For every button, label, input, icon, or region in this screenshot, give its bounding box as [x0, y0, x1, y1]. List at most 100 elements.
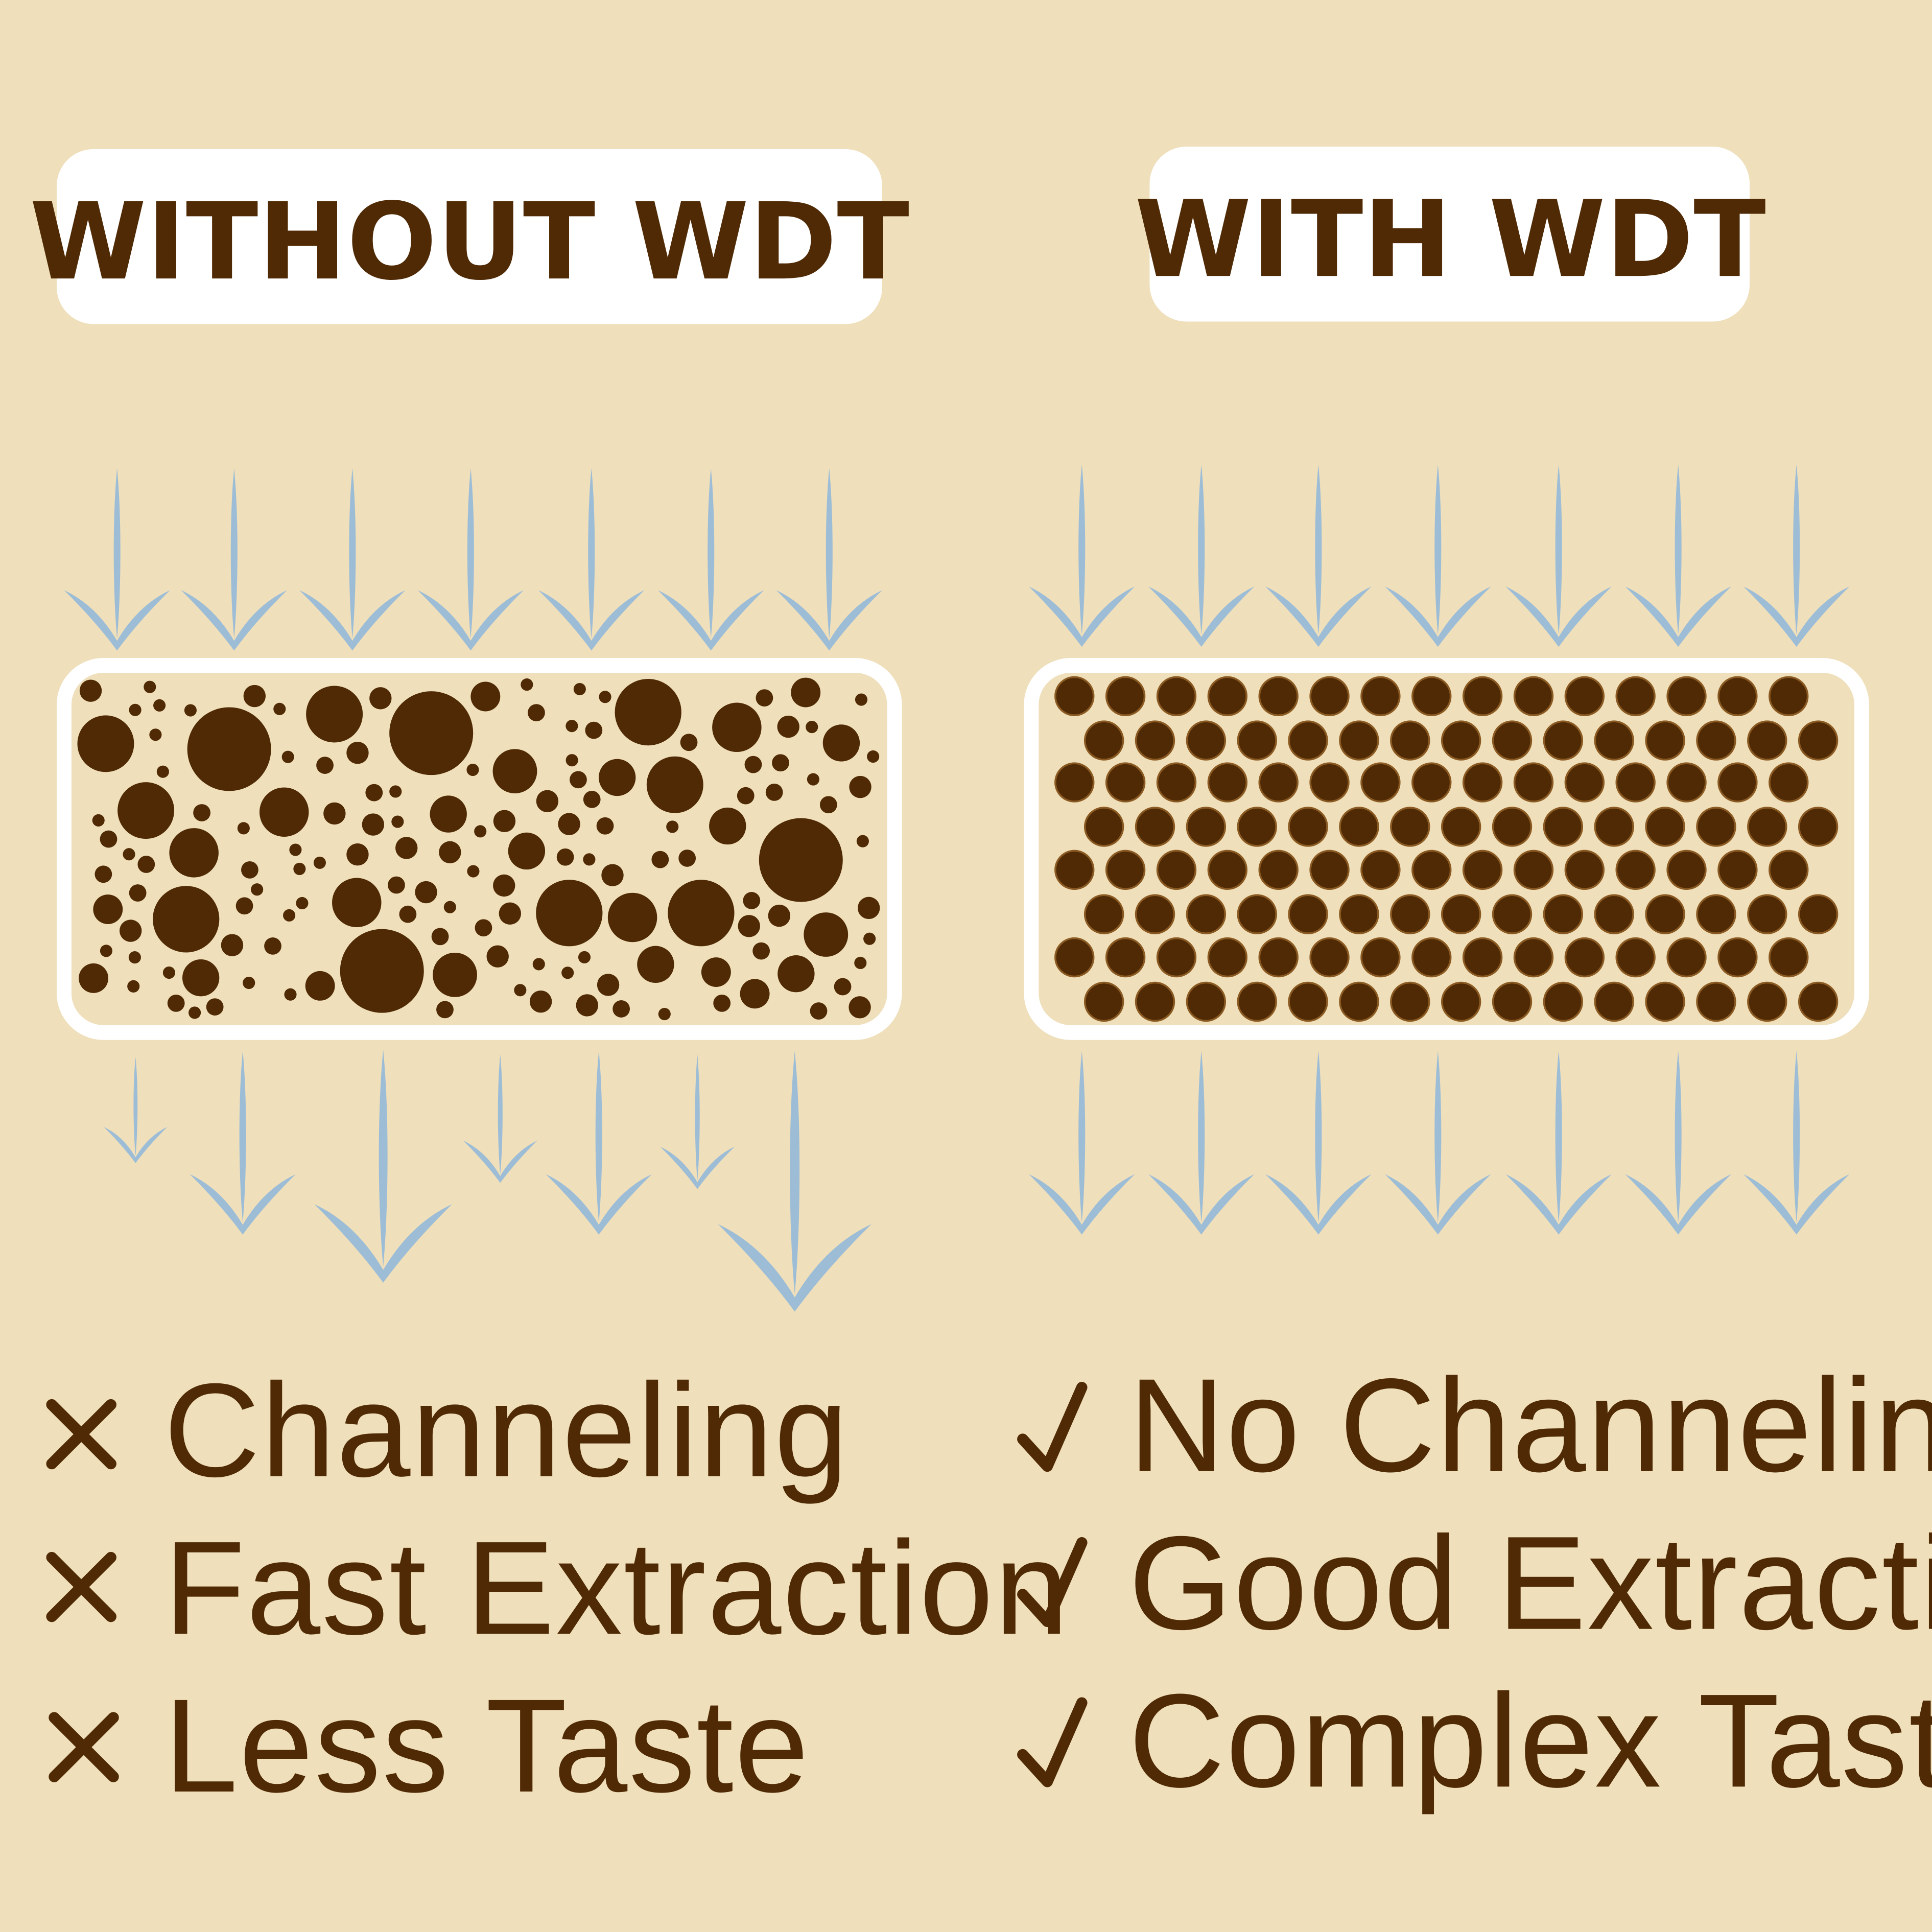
arrow-down-icon: [660, 1054, 735, 1189]
coffee-particle: [759, 818, 843, 902]
coffee-particle: [658, 1008, 671, 1021]
coffee-particle: [1339, 894, 1379, 934]
coffee-particle: [680, 734, 698, 751]
coffee-particle: [264, 937, 281, 955]
coffee-particle: [1288, 894, 1328, 934]
coffee-particle: [1513, 937, 1554, 978]
coffee-particle: [1717, 676, 1758, 716]
coffee-particle: [1360, 937, 1401, 978]
coffee-particle: [79, 963, 109, 993]
coffee-particle: [772, 754, 789, 772]
water-flow-arrows: [64, 464, 1850, 1312]
coffee-particle: [466, 763, 479, 776]
coffee-particle: [79, 679, 102, 702]
arrow-down-icon: [1743, 464, 1850, 647]
coffee-particle: [433, 952, 477, 997]
coffee-particle: [1411, 762, 1452, 803]
coffee-particle: [1798, 894, 1839, 934]
arrow-down-icon: [538, 468, 645, 651]
coffee-particle: [499, 902, 522, 925]
even-grounds: [1054, 676, 1839, 1022]
coffee-particle: [1441, 720, 1481, 761]
coffee-particle: [666, 820, 679, 833]
coffee-particle: [119, 920, 142, 942]
coffee-particle: [1696, 894, 1736, 934]
coffee-particle: [585, 721, 603, 739]
coffee-particle: [863, 932, 876, 945]
arrow-down-icon: [314, 1050, 452, 1283]
coffee-particle: [259, 787, 309, 837]
uneven-grounds: [77, 677, 880, 1021]
coffee-particle: [743, 892, 761, 909]
coffee-particle: [822, 724, 860, 762]
right-title: WITH WDT: [1135, 177, 1766, 301]
coffee-particle: [1594, 894, 1634, 934]
coffee-particle: [1390, 807, 1430, 847]
coffee-particle: [153, 886, 220, 953]
coffee-particle: [668, 880, 735, 947]
coffee-particle: [1207, 937, 1248, 978]
coffee-particle: [566, 720, 578, 733]
arrow-down-icon: [658, 468, 764, 651]
arrow-down-icon: [1148, 464, 1255, 647]
coffee-particle: [156, 765, 169, 778]
coffee-particle: [1156, 937, 1197, 978]
coffee-particle: [532, 958, 545, 971]
coffee-particle: [1747, 981, 1787, 1022]
coffee-particle: [332, 878, 382, 928]
arrow-down-icon: [1505, 1051, 1612, 1235]
coffee-particle: [597, 974, 620, 996]
coffee-particle: [791, 677, 821, 708]
coffee-particle: [251, 883, 264, 896]
coffee-particle: [1492, 720, 1533, 761]
list-item: Fast Extraction: [164, 1514, 1070, 1662]
coffee-particle: [578, 951, 591, 963]
coffee-particle: [486, 945, 509, 968]
coffee-particle: [1747, 720, 1787, 761]
coffee-particle: [1135, 720, 1175, 761]
coffee-particle: [1769, 850, 1809, 890]
coffee-particle: [1083, 720, 1124, 761]
coffee-particle: [1411, 850, 1452, 890]
coffee-particle: [95, 865, 112, 883]
coffee-particle: [598, 759, 636, 796]
coffee-particle: [129, 884, 147, 902]
cross-icon: [46, 1399, 119, 1782]
coffee-particle: [576, 994, 599, 1017]
right-title-badge: WITH WDT: [1135, 147, 1766, 322]
left-puck: [56, 658, 902, 1040]
coffee-particle: [1543, 720, 1584, 761]
coffee-particle: [293, 862, 306, 875]
coffee-particle: [1594, 720, 1634, 761]
coffee-particle: [241, 861, 258, 879]
coffee-particle: [1309, 676, 1350, 716]
coffee-particle: [1288, 981, 1328, 1022]
coffee-particle: [323, 802, 346, 825]
coffee-particle: [1645, 981, 1685, 1022]
coffee-particle: [475, 919, 492, 937]
coffee-particle: [1105, 762, 1146, 803]
coffee-particle: [1237, 894, 1277, 934]
coffee-particle: [1411, 937, 1452, 978]
coffee-particle: [1258, 762, 1299, 803]
coffee-particle: [144, 680, 156, 693]
arrow-down-icon: [718, 1051, 872, 1312]
coffee-particle: [243, 976, 255, 989]
coffee-particle: [184, 704, 197, 717]
coffee-particle: [1258, 850, 1299, 890]
coffee-particle: [237, 822, 250, 835]
arrow-down-icon: [299, 468, 406, 651]
coffee-particle: [1798, 720, 1839, 761]
coffee-particle: [1390, 981, 1430, 1022]
coffee-particle: [701, 957, 731, 987]
coffee-particle: [1258, 937, 1299, 978]
coffee-particle: [528, 704, 545, 721]
coffee-particle: [235, 897, 253, 915]
coffee-particle: [439, 841, 461, 864]
coffee-particle: [1237, 720, 1277, 761]
coffee-particle: [596, 817, 614, 835]
coffee-particle: [431, 928, 449, 946]
coffee-particle: [1594, 807, 1634, 847]
coffee-particle: [1543, 894, 1584, 934]
